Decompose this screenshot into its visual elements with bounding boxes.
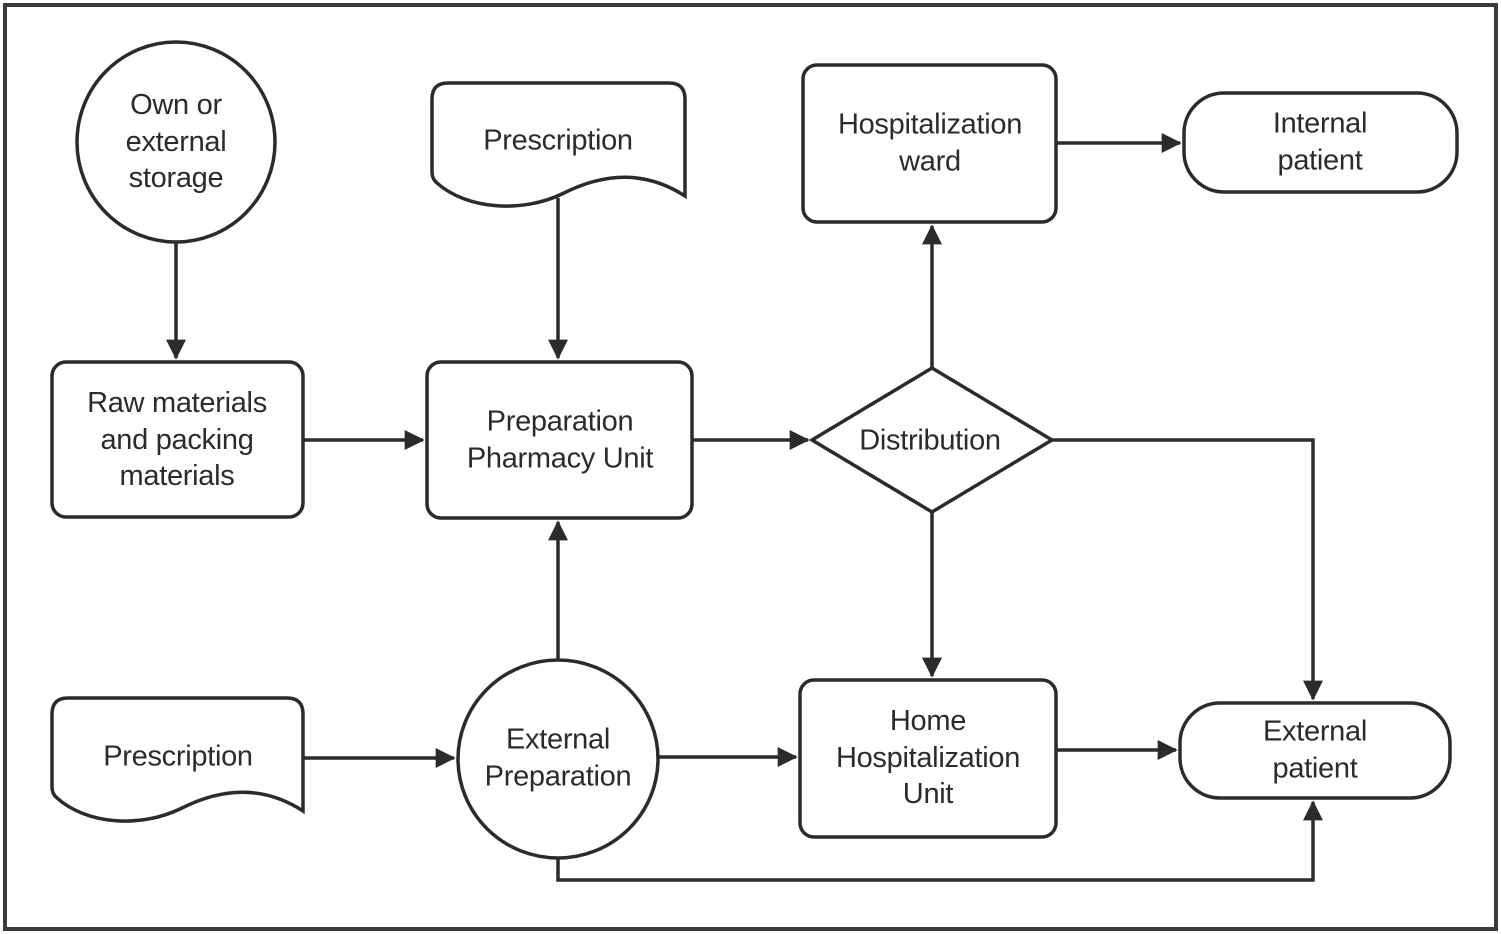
- external-preparation-shape: [456, 658, 660, 860]
- raw-materials-shape: [50, 360, 305, 519]
- prescription-bottom-shape: [50, 696, 305, 823]
- external-preparation-label: External Preparation: [484, 723, 632, 792]
- own-storage-shape: [75, 40, 277, 244]
- edge-distribution-to-external-patient: [1052, 438, 1323, 701]
- preparation-pharmacy-shape: [425, 360, 694, 520]
- hospitalization-ward-shape: [801, 63, 1058, 224]
- prescription-bottom-label: Prescription: [103, 740, 253, 773]
- nodes: [50, 40, 1459, 860]
- distribution-label: Distribution: [859, 424, 1001, 457]
- home-hospitalization-shape: [798, 678, 1058, 839]
- preparation-pharmacy-label: Preparation Pharmacy Unit: [466, 405, 654, 474]
- own-storage-label: Own or external storage: [125, 89, 227, 195]
- internal-patient-shape: [1182, 91, 1459, 194]
- external-patient-shape: [1178, 701, 1452, 800]
- edges: [166, 133, 1323, 882]
- home-hospitalization-label: Home Hospitalization Unit: [835, 705, 1021, 811]
- internal-patient-label: Internal patient: [1272, 107, 1368, 176]
- prescription-top-shape: [430, 81, 687, 208]
- raw-materials-label: Raw materials and packing materials: [87, 387, 267, 493]
- hospitalization-ward-label: Hospitalization ward: [837, 108, 1023, 177]
- distribution-shape: [808, 365, 1056, 515]
- edge-external-preparation-to-external-patient: [556, 800, 1323, 882]
- prescription-top-label: Prescription: [483, 124, 633, 157]
- external-patient-label: External patient: [1263, 715, 1367, 784]
